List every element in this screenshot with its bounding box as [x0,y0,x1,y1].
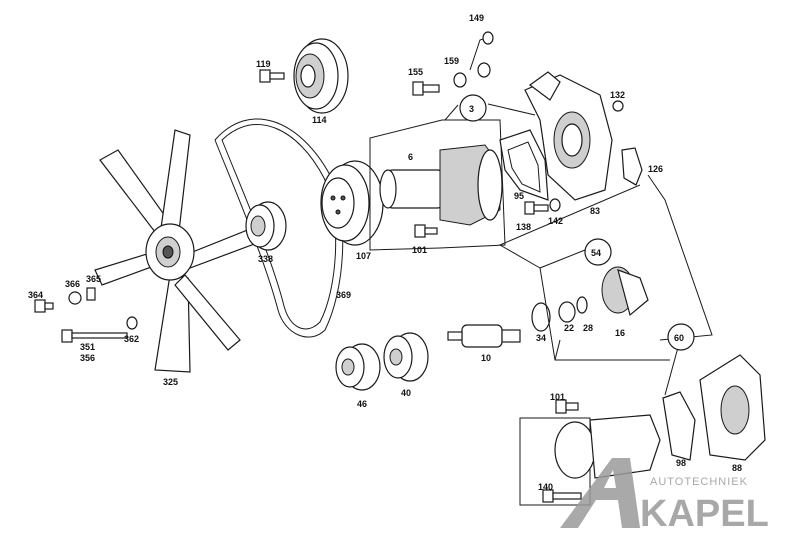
label-3: 3 [469,104,474,114]
kapel-logo-brand-text: KAPEL [640,493,769,533]
kapel-logo-top-text: AUTOTECHNIEK [650,476,748,488]
label-351: 351 [80,342,95,352]
label-22: 22 [564,323,574,333]
label-365: 365 [86,274,101,284]
pump-housing-83 [524,71,613,201]
label-126: 126 [648,164,663,174]
callout-circle-54 [584,238,612,266]
label-54: 54 [591,248,601,258]
spacers-46-40 [335,332,429,391]
label-98: 98 [676,458,686,468]
label-95: 95 [514,191,524,201]
label-338: 338 [258,254,273,264]
kapel-logo-mark [560,458,640,528]
label-101a: 101 [412,245,427,255]
label-107: 107 [356,251,371,261]
label-60: 60 [674,333,684,343]
label-6: 6 [408,152,413,162]
label-28: 28 [583,323,593,333]
label-10: 10 [481,353,491,363]
label-149: 149 [469,13,484,23]
kapel-logo: AUTOTECHNIEK KAPEL [560,458,769,533]
label-325: 325 [163,377,178,387]
pulley-107 [320,160,384,246]
label-83: 83 [590,206,600,216]
label-142: 142 [548,216,563,226]
label-119: 119 [256,59,271,69]
label-101b: 101 [550,392,565,402]
label-364: 364 [28,290,43,300]
label-366: 366 [65,279,80,289]
shaft-assembly [447,266,649,348]
fan-assembly [94,129,266,373]
pulley-114 [293,38,349,114]
label-88: 88 [732,463,742,473]
hub-338 [245,201,287,251]
water-pump-6 [369,119,506,251]
label-46: 46 [357,399,367,409]
gasket-126 [621,147,643,186]
label-155: 155 [408,67,423,77]
label-369: 369 [336,290,351,300]
callout-circle-60 [667,323,695,351]
fasteners [34,31,624,343]
label-362: 362 [124,334,139,344]
gasket-95 [499,129,549,201]
label-40: 40 [401,388,411,398]
label-140: 140 [538,482,553,492]
label-159: 159 [444,56,459,66]
label-356: 356 [80,353,95,363]
label-132: 132 [610,90,625,100]
label-16: 16 [615,328,625,338]
lower-pump-assembly [519,354,766,506]
callout-circle-3 [459,94,487,122]
label-138: 138 [516,222,531,232]
label-114: 114 [312,115,327,125]
label-34: 34 [536,333,546,343]
